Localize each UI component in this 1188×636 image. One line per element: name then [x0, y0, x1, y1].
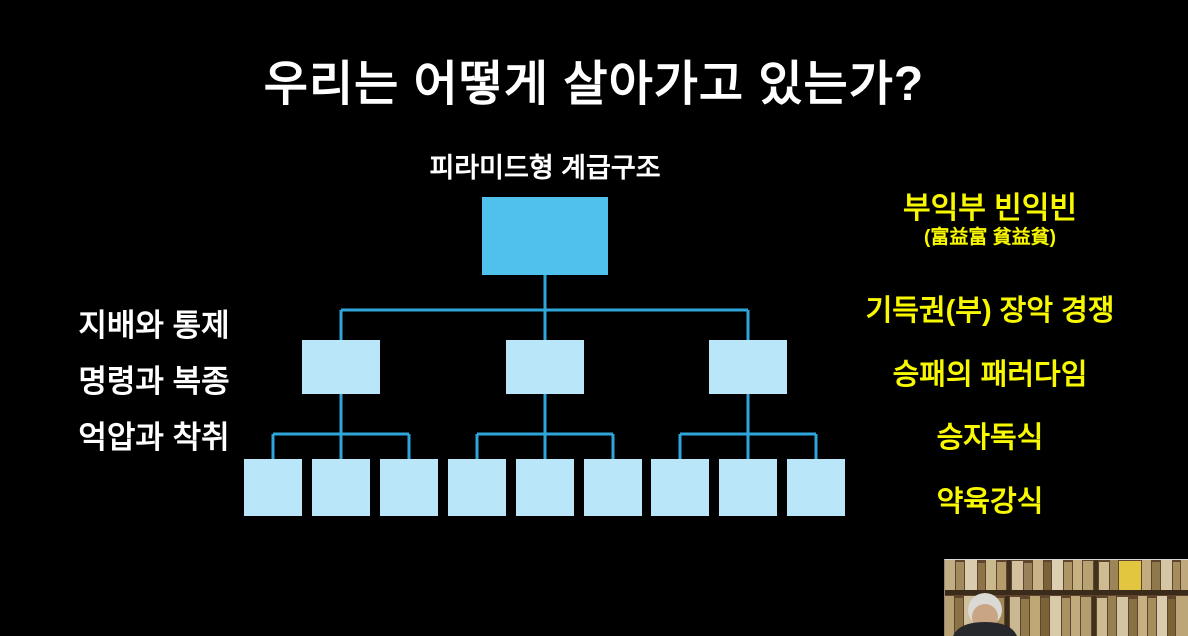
presenter-webcam-overlay	[944, 559, 1188, 636]
page-title: 우리는 어떻게 살아가고 있는가?	[263, 58, 925, 111]
right-label-1-sub: (富益富 貧益貧)	[924, 227, 1056, 248]
right-label-3: 승패의 패러다임	[892, 359, 1088, 391]
left-label-2: 명령과 복종	[78, 364, 230, 399]
left-label-1: 지배와 통제	[78, 308, 230, 343]
pyramid-mid-box-3	[709, 340, 787, 394]
bookshelf-background	[945, 560, 1188, 636]
pyramid-mid-box-1	[302, 340, 380, 394]
right-label-2: 기득권(부) 장악 경쟁	[865, 295, 1115, 327]
left-label-group: 지배와 통제 명령과 복종 억압과 착취	[58, 298, 250, 466]
pyramid-bottom-box-4	[448, 459, 506, 516]
pyramid-top-box	[482, 197, 608, 275]
pyramid-bottom-box-3	[380, 459, 438, 516]
pyramid-bottom-box-2	[312, 459, 370, 516]
pyramid-bottom-box-5	[516, 459, 574, 516]
pyramid-bottom-box-8	[719, 459, 777, 516]
pyramid-bottom-box-9	[787, 459, 845, 516]
right-label-4: 승자독식	[936, 422, 1044, 454]
pyramid-bottom-box-6	[584, 459, 642, 516]
presenter-figure	[953, 593, 1017, 636]
bookshelf-upper-row	[945, 560, 1188, 590]
right-label-1: 부익부 빈익빈	[903, 192, 1077, 225]
left-label-3: 억압과 착취	[78, 420, 230, 455]
diagram-title: 피라미드형 계급구조	[429, 153, 661, 183]
pyramid-mid-box-2	[506, 340, 584, 394]
pyramid-bottom-box-7	[651, 459, 709, 516]
right-label-5: 약육강식	[936, 486, 1044, 518]
pyramid-bottom-box-1	[244, 459, 302, 516]
